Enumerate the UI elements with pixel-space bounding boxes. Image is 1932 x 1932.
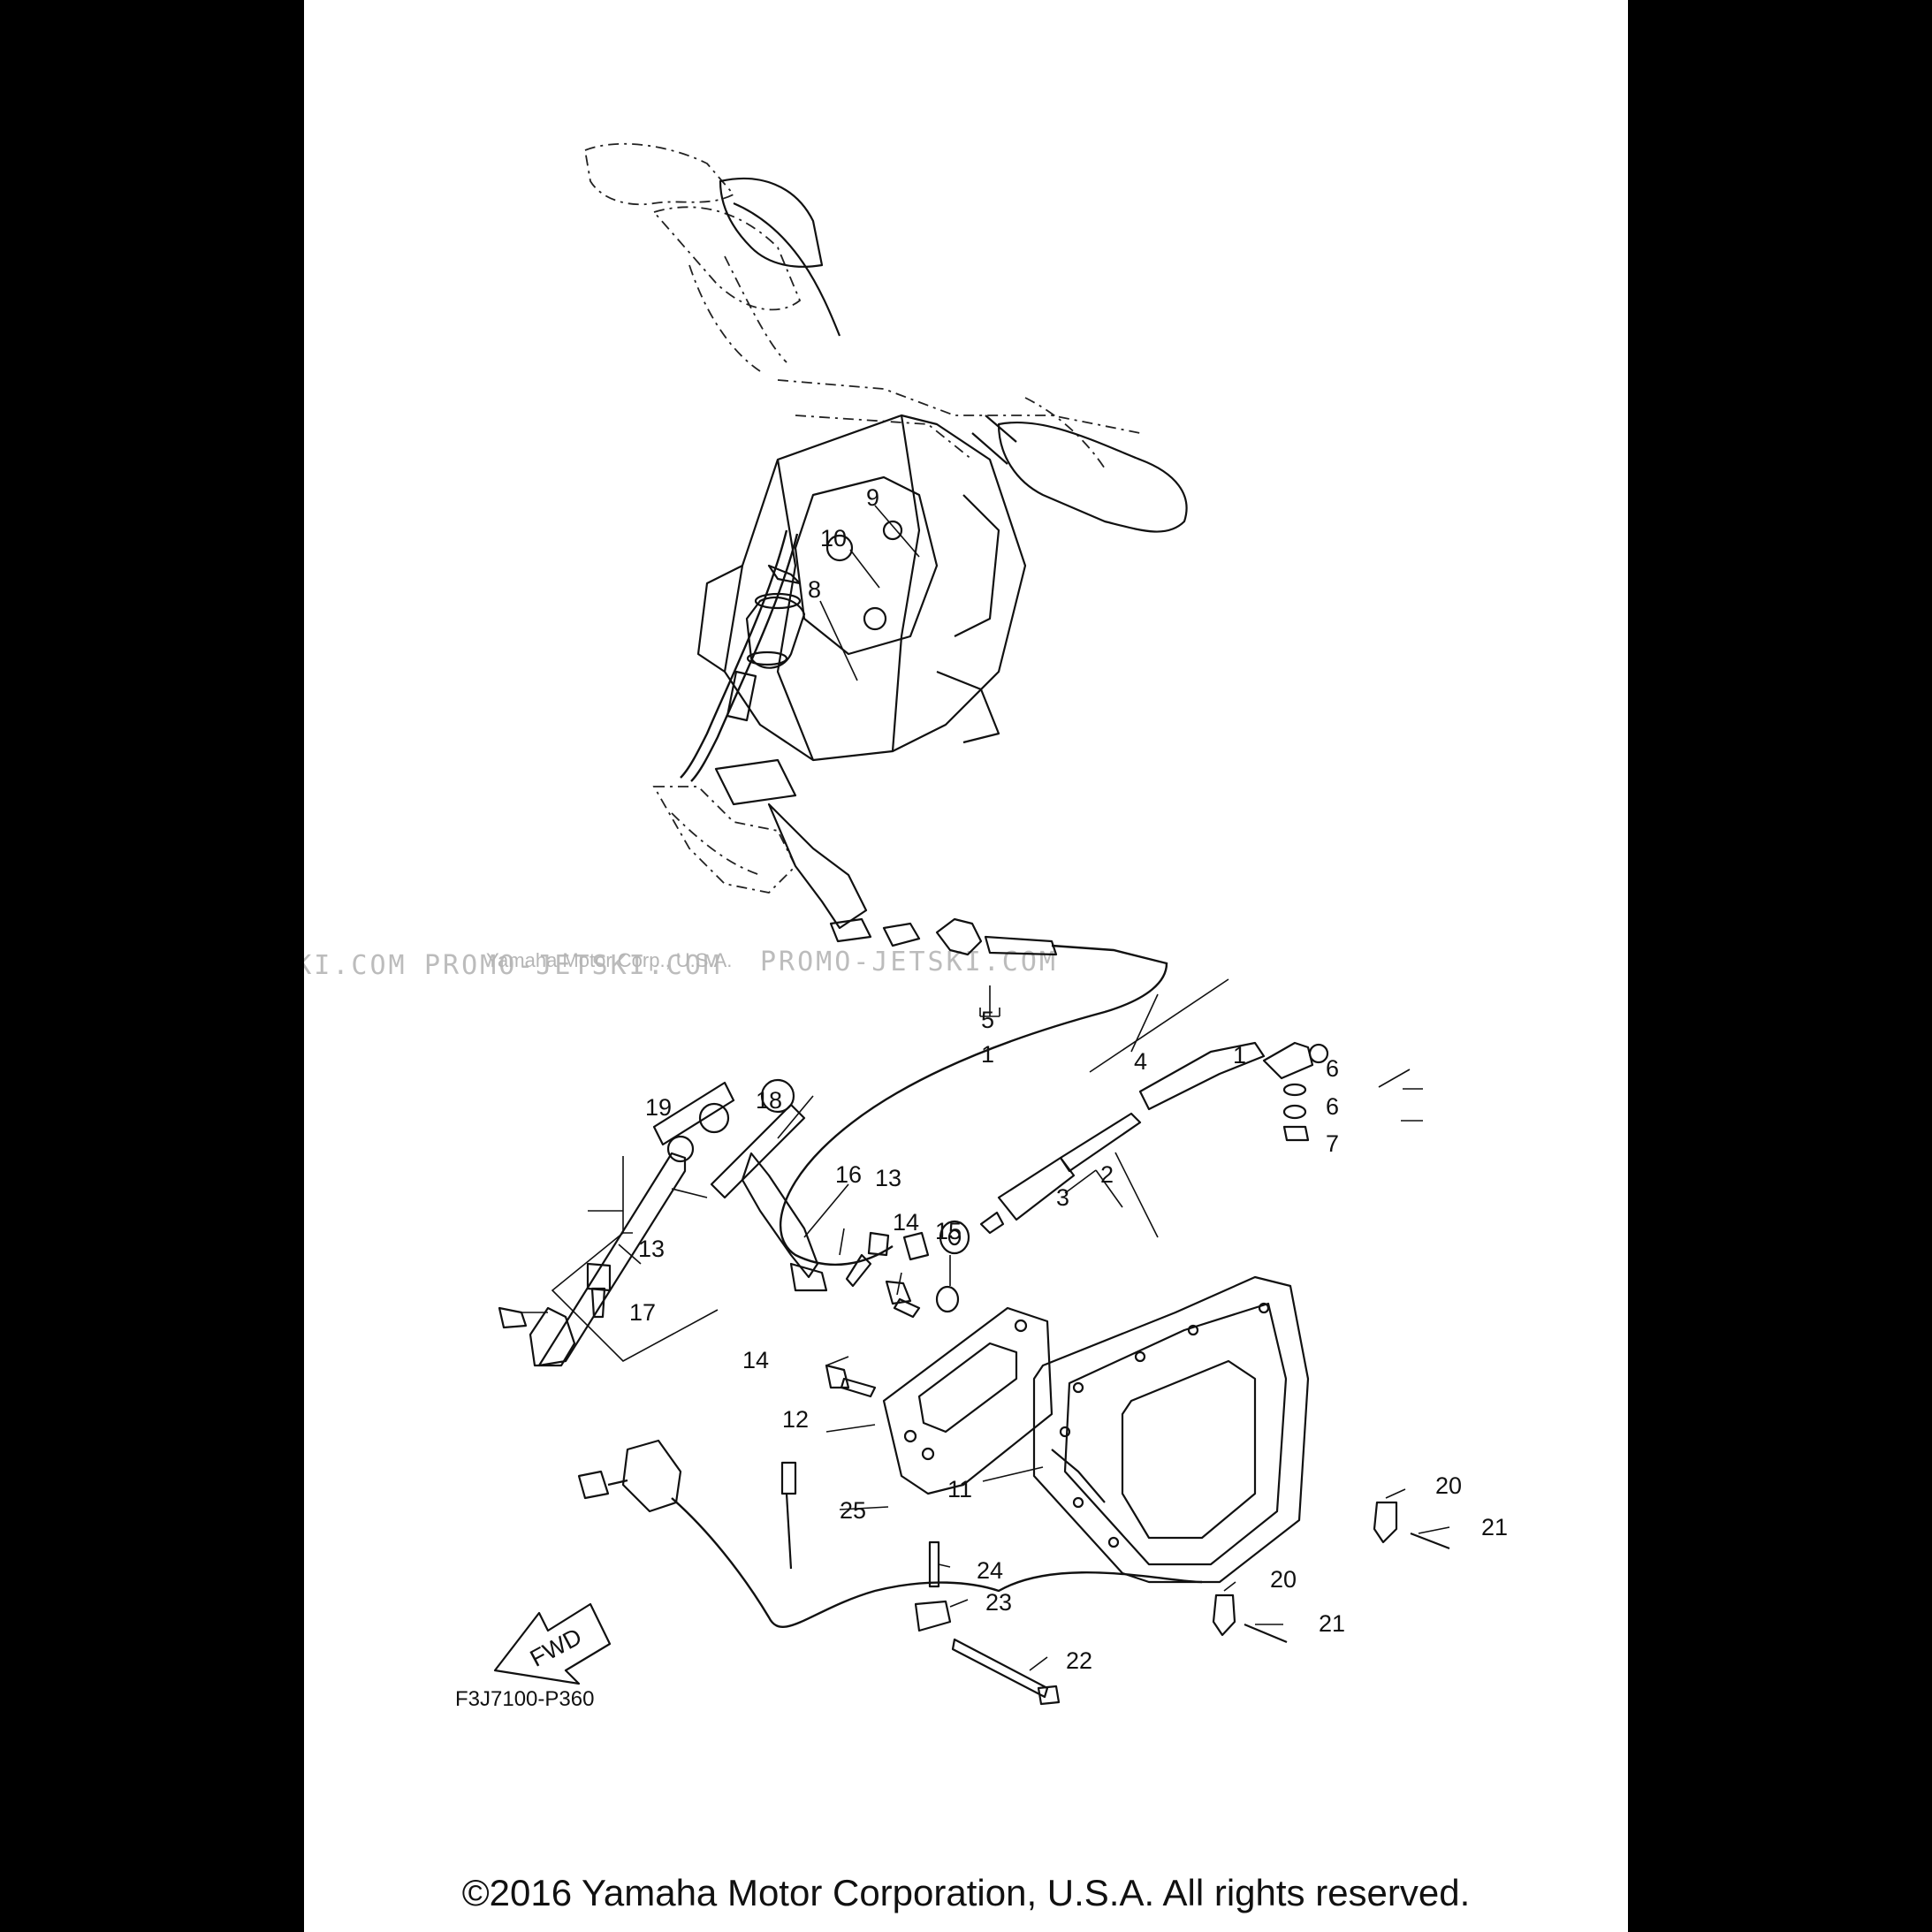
clips (1212, 1501, 1450, 1644)
wire-harness (577, 1439, 1203, 1706)
label-6b: 6 (1326, 1093, 1339, 1120)
label-14b: 14 (742, 1347, 769, 1373)
label-23: 23 (985, 1589, 1012, 1616)
label-21a: 21 (1481, 1514, 1508, 1540)
bolt-parts (586, 1231, 960, 1398)
label-17: 17 (629, 1299, 656, 1326)
label-1b: 1 (981, 1041, 994, 1068)
diagram-code: F3J7100-P360 (455, 1687, 594, 1711)
parts-diagram: JETSKI.COM PROMO-JETSKI.COM PROMO-JETSKI… (304, 142, 1508, 1711)
copyright-notice: ©2016 Yamaha Motor Corporation, U.S.A. A… (461, 1872, 1471, 1913)
label-20b: 20 (1270, 1566, 1297, 1593)
label-6a: 6 (1326, 1055, 1339, 1082)
label-11: 11 (947, 1476, 972, 1502)
label-2: 2 (1100, 1161, 1114, 1188)
label-14a: 14 (893, 1209, 919, 1236)
label-13b: 13 (638, 1236, 665, 1262)
label-5: 5 (981, 1007, 994, 1033)
control-housing (696, 414, 1027, 930)
label-10: 10 (820, 525, 847, 551)
leader-lines (521, 505, 1450, 1671)
throttle-cable-parts (680, 529, 806, 782)
nut-washer (902, 1220, 970, 1261)
right-grip (971, 415, 1188, 533)
label-7: 7 (1326, 1130, 1339, 1157)
throttle-cable (779, 917, 1266, 1266)
label-9: 9 (866, 484, 879, 511)
label-1a: 1 (1233, 1042, 1246, 1069)
label-21b: 21 (1319, 1610, 1345, 1637)
label-19: 19 (645, 1094, 672, 1121)
label-18: 18 (756, 1087, 782, 1114)
fwd-arrow: FWD (493, 1602, 612, 1685)
watermark: JETSKI.COM PROMO-JETSKI.COM PROMO-JETSKI… (304, 947, 1058, 981)
label-25: 25 (840, 1497, 866, 1524)
label-15: 15 (935, 1218, 962, 1244)
cable-end-parts (1262, 1041, 1329, 1142)
watermark-right: PROMO-JETSKI.COM (760, 947, 1058, 977)
label-24: 24 (977, 1557, 1003, 1584)
label-13a: 13 (875, 1165, 901, 1191)
label-3: 3 (1056, 1184, 1069, 1211)
label-16: 16 (835, 1161, 862, 1188)
watermark-middle: PROMO-JETSKI.COM (424, 950, 722, 981)
ecu-box (1032, 1275, 1310, 1584)
part-labels: 9 10 8 5 1 1 4 2 3 6 6 7 18 19 16 13 14 … (629, 484, 1508, 1674)
left-grip (719, 177, 841, 337)
mounting-plate (882, 1306, 1053, 1495)
label-4: 4 (1134, 1048, 1147, 1075)
watermark-left: JETSKI.COM (304, 950, 407, 981)
watermark-owner: Yamaha Motor Corp., U.S.A. (486, 949, 732, 971)
linkage-parts (498, 1078, 828, 1367)
label-22: 22 (1066, 1647, 1092, 1674)
label-8: 8 (808, 576, 821, 603)
label-20a: 20 (1435, 1472, 1462, 1499)
handlebar-ghost (583, 142, 1141, 894)
label-12: 12 (782, 1406, 809, 1433)
diagram-sheet: JETSKI.COM PROMO-JETSKI.COM PROMO-JETSKI… (304, 0, 1628, 1932)
